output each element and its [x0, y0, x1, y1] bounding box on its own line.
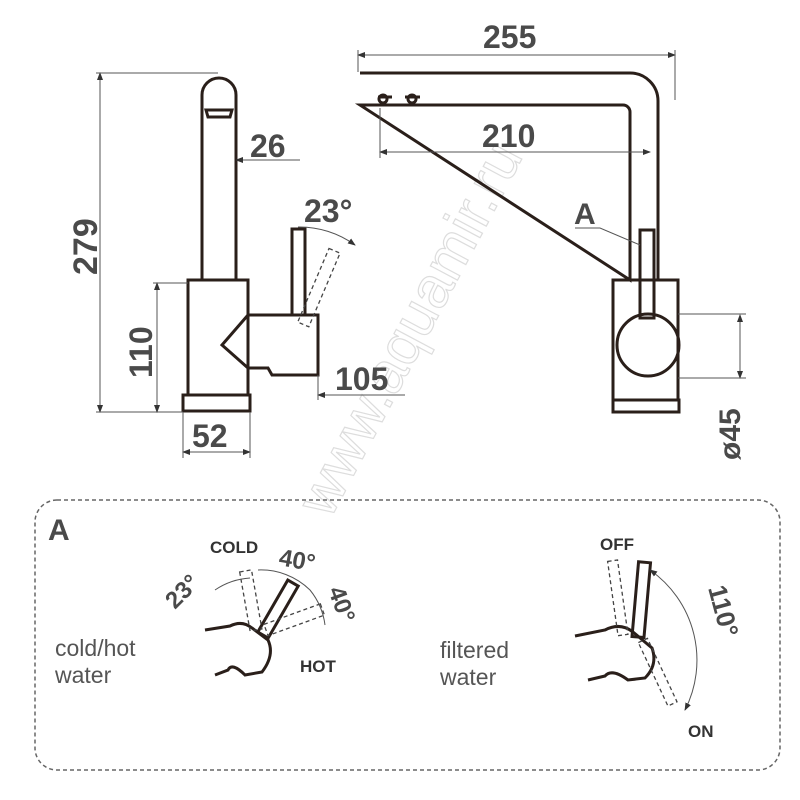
off-label: OFF	[600, 535, 634, 554]
detail-a-panel: A COLD 40° 40° 23° HOT cold/hot water OF…	[34, 499, 781, 771]
mixer-caption-line2: water	[54, 662, 112, 688]
side-handle	[248, 313, 320, 377]
side-base	[181, 393, 252, 413]
side-spout	[200, 76, 238, 280]
dim-diameter-45: ø45	[714, 408, 747, 460]
tilt-angle: 23°	[160, 569, 205, 614]
detail-a-title: A	[48, 514, 70, 547]
dim-26: 26	[250, 128, 286, 164]
hot-label: HOT	[300, 657, 337, 676]
cold-angle: 40°	[277, 544, 317, 577]
dim-52: 52	[192, 418, 228, 454]
side-lever	[290, 227, 307, 317]
front-lever	[638, 228, 656, 320]
filter-caption-line1: filtered	[440, 637, 509, 663]
front-view: 255 210 A ø45	[354, 19, 747, 460]
front-base	[611, 398, 681, 414]
on-label: ON	[688, 722, 714, 741]
filter-caption-line2: water	[439, 664, 497, 690]
mixer-caption-line1: cold/hot	[55, 635, 136, 661]
dim-110: 110	[123, 326, 159, 378]
filter-angle: 110°	[702, 582, 745, 640]
hot-angle: 40°	[322, 583, 360, 626]
side-view: 279 110 26 23° 105 52	[67, 72, 405, 458]
cold-label: COLD	[210, 538, 258, 557]
front-body	[611, 278, 680, 402]
side-body	[186, 278, 250, 397]
detail-a-marker: A	[574, 198, 596, 231]
front-handle	[615, 312, 681, 378]
dim-105: 105	[335, 361, 388, 397]
dim-255: 255	[483, 19, 536, 55]
front-spout	[354, 71, 660, 283]
dim-210: 210	[482, 118, 535, 154]
dim-23-deg: 23°	[304, 193, 352, 229]
dim-279: 279	[67, 218, 105, 275]
watermark: www.aquamir.ru	[284, 131, 536, 527]
